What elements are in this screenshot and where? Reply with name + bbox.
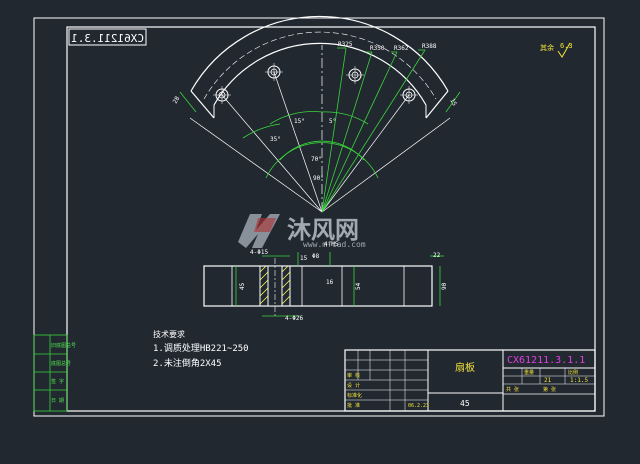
title-block: 审 核 设 计 标准化 批 准 扇板 45 CX61211.3.1.1 重量 比…	[344, 349, 596, 412]
fan-left-end	[190, 90, 215, 119]
drawing-number: CX61211.3.1.1	[507, 355, 585, 366]
roughness-label: 其余	[540, 43, 554, 52]
tech-req-item-2: 2.未注倒角2X45	[153, 357, 222, 369]
stamp-label-1: 旧底图总号	[51, 342, 76, 349]
side-dim-left-value: 28	[172, 95, 182, 105]
small-label-1: 重量	[524, 369, 534, 376]
roughness-check-icon	[557, 42, 571, 58]
section-hatch	[259, 258, 291, 318]
radius-label-4: R388	[422, 43, 437, 50]
scale: 1:1.5	[570, 377, 588, 384]
watermark-brand: 沐风网	[287, 216, 359, 244]
angle-label-4: 70°	[311, 156, 322, 163]
front-dims	[235, 252, 444, 317]
front-dim-4-m5: 4-M5	[324, 241, 339, 248]
left-stamp-table: 旧底图总号 底图总号 签 字 日 期	[33, 334, 76, 412]
radius-label-3: R362	[394, 45, 409, 52]
angle-label-1: 15°	[294, 118, 305, 125]
front-dim-16: 16	[326, 279, 334, 286]
inner-frame-border	[66, 26, 596, 412]
front-dim-45: 45	[239, 282, 246, 290]
fan-mid-arc	[203, 31, 437, 100]
part-name: 扇板	[455, 361, 475, 374]
side-dim-right-value: 15	[448, 98, 458, 108]
tech-req-item-1: 1.调质处理HB221~250	[153, 342, 249, 354]
radius-leaders	[321, 47, 426, 213]
small-label-2: 比例	[568, 369, 578, 376]
row-label-4: 批 准	[347, 402, 360, 409]
front-dim-54: 54	[355, 282, 362, 290]
stamp-label-2: 底图总号	[51, 360, 71, 367]
material: 45	[460, 399, 470, 408]
fan-outer-arc	[190, 15, 449, 92]
radial-lines	[189, 45, 451, 213]
tech-requirements: 技术要求 1.调质处理HB221~250 2.未注倒角2X45	[153, 329, 249, 369]
side-dim-left	[179, 91, 197, 113]
front-dim-4-phi26: 4-Φ26	[285, 315, 303, 322]
watermark-logo-icon	[238, 214, 280, 248]
front-body	[203, 265, 433, 307]
angle-arcs	[242, 111, 379, 179]
front-dim-bolt-holes: 4-Φ15	[250, 249, 268, 256]
front-dim-phi8: Φ8	[312, 253, 320, 260]
quantity: 21	[544, 377, 552, 384]
small-label-3: 共 张	[506, 386, 519, 393]
top-code-mirrored: CX61211.3.1	[71, 32, 144, 45]
top-code-box: CX61211.3.1	[68, 28, 147, 46]
angle-label-3: 35°	[270, 136, 281, 143]
watermark: 沐风网 www.mfcad.com	[238, 214, 366, 249]
bolt-hole-3	[346, 66, 364, 84]
fan-right-end	[425, 90, 449, 119]
radius-label-1: R325	[338, 41, 353, 48]
front-dim-90: 90	[441, 282, 448, 290]
row-label-1: 审 核	[347, 372, 360, 379]
row-label-2: 设 计	[347, 382, 360, 389]
stamp-label-3: 签 字	[51, 378, 64, 385]
outer-sheet-border	[33, 17, 605, 417]
front-view: 4-Φ15 15 45 Φ8 16 54 22 90 4-Φ26 4-M5	[203, 241, 448, 322]
radius-label-2: R350	[370, 45, 385, 52]
front-dim-22: 22	[433, 252, 441, 259]
front-dim-15: 15	[300, 255, 308, 262]
date: 06.2.23	[408, 403, 429, 409]
fan-view: R325 R350 R362 R388 28 15 15° 5° 35° 70°…	[172, 15, 461, 213]
row-label-3: 标准化	[347, 392, 362, 399]
roughness-value: 6.3	[560, 42, 573, 50]
stamp-label-4: 日 期	[51, 398, 64, 404]
watermark-url: www.mfcad.com	[303, 240, 366, 249]
roughness-symbol: 其余 6.3	[540, 42, 573, 58]
angle-label-2: 5°	[329, 118, 336, 125]
small-label-4: 第 张	[543, 386, 556, 393]
tech-req-heading: 技术要求	[153, 329, 185, 339]
fan-inner-arc	[213, 42, 427, 106]
side-dim-right	[445, 91, 461, 113]
angle-label-5: 90°	[313, 175, 324, 182]
